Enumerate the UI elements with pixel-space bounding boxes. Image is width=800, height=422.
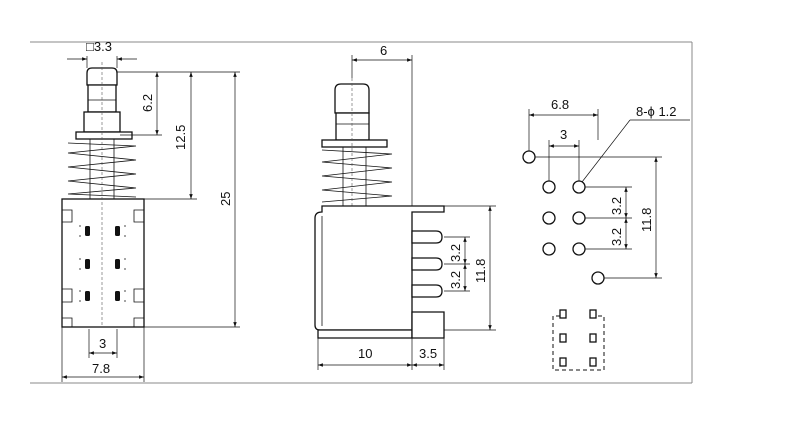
side-leg-dim-label: 3.5 [419, 346, 437, 361]
front-square-dim-label: □3.3 [86, 39, 112, 54]
pin-hole [572, 180, 586, 194]
footprint-pad [589, 357, 597, 367]
side-top-dim-label: 6 [380, 43, 387, 58]
footprint-span-label: 11.8 [639, 208, 654, 232]
front-travel-dim-label: 12.5 [173, 125, 188, 150]
side-span-label: 11.8 [473, 259, 488, 283]
front-spring-cap [75, 131, 133, 140]
side-spring [321, 149, 393, 203]
pin-hole [572, 242, 586, 256]
pin-hole [572, 211, 586, 225]
front-width-dim-label: 7.8 [92, 361, 110, 376]
footprint-hole-label: 8-ϕ 1.2 [636, 104, 677, 119]
side-contact-finger [411, 284, 443, 298]
footprint-pad [559, 309, 567, 319]
side-pitch-b-label: 3.2 [448, 271, 463, 289]
front-stem-dim-label: 6.2 [140, 94, 155, 112]
side-leg [317, 329, 413, 339]
side-body-dim-label: 10 [358, 346, 372, 361]
side-pitch-a-label: 3.2 [448, 244, 463, 262]
footprint-pitch-a-label: 3.2 [609, 197, 624, 215]
footprint-col-label: 3 [560, 127, 567, 142]
front-contact-slot [85, 291, 90, 301]
footprint-view: 6.8 3 8-ϕ 1.2 3.2 3.2 11.8 [522, 97, 690, 371]
side-spring-cap [321, 139, 388, 148]
side-view: 6 3.2 3.2 11.8 10 3.5 [314, 43, 496, 370]
side-collar [335, 112, 370, 141]
front-contact-slot [115, 226, 120, 236]
mounting-hole [591, 271, 605, 285]
front-view: □3.3 6.2 12.5 25 3 7.8 [61, 39, 240, 382]
front-contact-slot [85, 226, 90, 236]
pin-hole [542, 242, 556, 256]
side-contact-finger [411, 230, 443, 244]
front-pitch-dim-label: 3 [99, 336, 106, 351]
footprint-width-label: 6.8 [551, 97, 569, 112]
pin-hole [542, 180, 556, 194]
front-contact-slot [115, 259, 120, 269]
front-contact-slot [115, 291, 120, 301]
side-contact-finger [411, 257, 443, 271]
pin-hole [542, 211, 556, 225]
front-body [61, 198, 145, 328]
front-contact-slot [85, 259, 90, 269]
footprint-outline [552, 315, 605, 371]
footprint-pad [559, 333, 567, 343]
footprint-pad [559, 357, 567, 367]
front-height-dim-label: 25 [218, 192, 233, 206]
footprint-pad [589, 309, 597, 319]
footprint-pitch-b-label: 3.2 [609, 228, 624, 246]
mounting-hole [522, 150, 536, 164]
side-leg-right [411, 311, 445, 339]
front-button-cap [86, 67, 118, 86]
footprint-pad [589, 333, 597, 343]
